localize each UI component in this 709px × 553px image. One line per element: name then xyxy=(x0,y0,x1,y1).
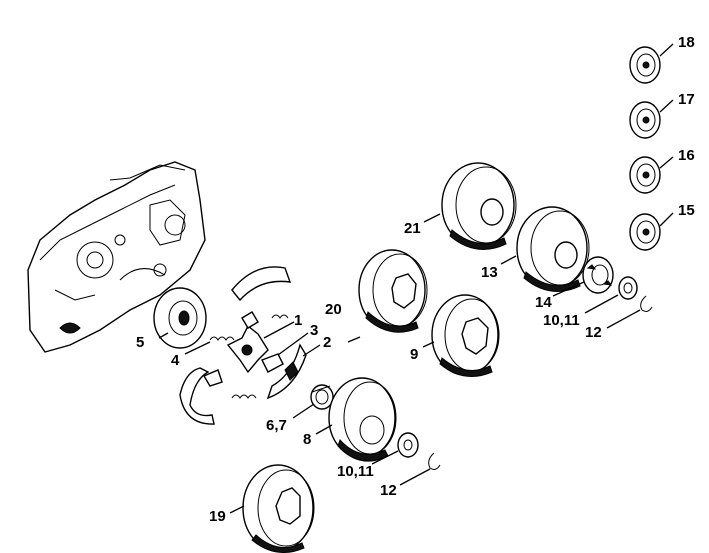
callout-8: 8 xyxy=(303,431,312,448)
clutch-shoe-top xyxy=(231,266,292,302)
callout-4: 4 xyxy=(171,352,180,369)
callout-1: 1 xyxy=(294,312,303,329)
callout-10-11-upper: 10,11 xyxy=(543,312,580,329)
part-16-rim-sprocket xyxy=(629,156,661,194)
spring-4 xyxy=(209,336,235,341)
part-20-drum xyxy=(358,249,428,333)
part-6-7-needle-bearing xyxy=(310,384,334,410)
part-10-11-washer-lower xyxy=(397,432,419,458)
part-17-rim-sprocket xyxy=(629,101,661,139)
callout-15: 15 xyxy=(678,202,695,219)
callout-14: 14 xyxy=(535,294,552,311)
leader-lines xyxy=(158,43,674,514)
part-5-disc xyxy=(153,287,207,349)
callout-17: 17 xyxy=(678,91,695,108)
part-2-clutch-shoe xyxy=(266,343,307,400)
callout-19: 19 xyxy=(209,508,226,525)
callout-20: 20 xyxy=(325,301,342,318)
part-14-rim-sprocket xyxy=(582,256,614,294)
part-8-clutch-drum xyxy=(328,377,397,462)
callout-16: 16 xyxy=(678,147,695,164)
callout-18: 18 xyxy=(678,34,695,51)
callout-10-11-lower: 10,11 xyxy=(337,463,374,480)
part-21-rim-drum xyxy=(441,162,517,250)
callout-6-7: 6,7 xyxy=(266,417,287,434)
part-12-clip-lower xyxy=(428,452,441,470)
part-19-drum xyxy=(242,464,315,553)
callout-9: 9 xyxy=(410,346,419,363)
spring-bottom xyxy=(231,394,257,399)
spring-mid xyxy=(271,314,289,319)
callout-5: 5 xyxy=(136,334,145,351)
part-13-rim-drum xyxy=(516,206,590,292)
part-18-rim-sprocket xyxy=(629,46,661,84)
callout-2: 2 xyxy=(323,334,332,351)
part-3-clip xyxy=(261,353,284,373)
callout-12-upper: 12 xyxy=(585,324,602,341)
clutch-shoe-lower xyxy=(179,367,223,425)
callout-13: 13 xyxy=(481,264,498,281)
part-9-drum xyxy=(431,294,500,377)
part-10-11-washer-upper xyxy=(618,276,638,300)
callout-21: 21 xyxy=(404,220,421,237)
callout-12-lower: 12 xyxy=(380,482,397,499)
part-15-rim-sprocket xyxy=(629,213,661,251)
part-12-clip-upper xyxy=(640,295,653,312)
callout-3: 3 xyxy=(310,322,319,339)
part-1-clutch-carrier xyxy=(226,311,269,374)
crankcase-housing xyxy=(27,161,206,353)
